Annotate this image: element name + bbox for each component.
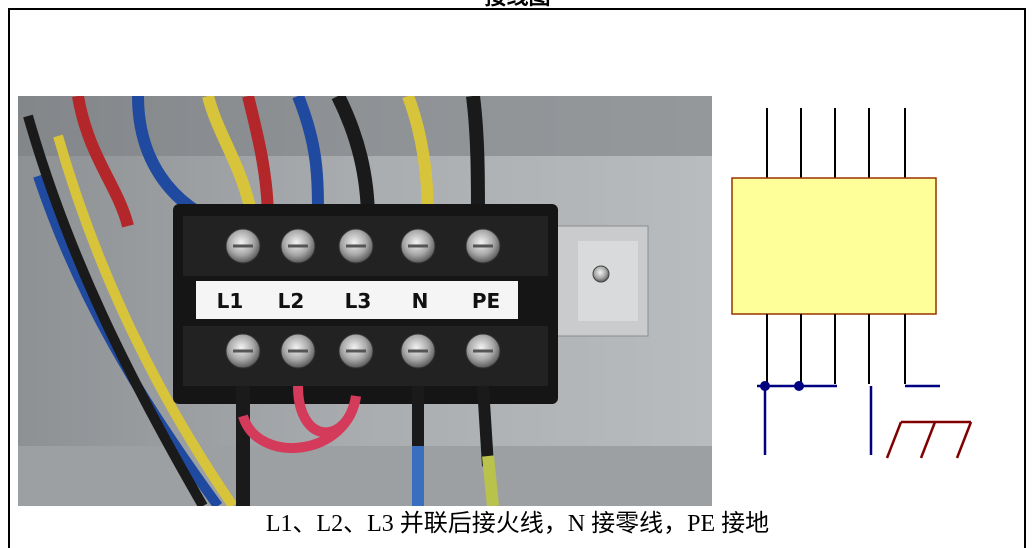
terminal-label-l1: L1 <box>217 289 244 313</box>
module-box <box>731 177 937 315</box>
terminal-label-n: N <box>412 289 429 313</box>
page-frame <box>8 8 1026 548</box>
page-title: 接线图 <box>0 0 1035 8</box>
ground-icon <box>885 420 973 459</box>
caption: L1、L2、L3 并联后接火线，N 接零线，PE 接地 <box>265 511 770 537</box>
terminal-label-l3: L3 <box>345 289 372 313</box>
terminal-label-pe: PE <box>472 289 500 313</box>
terminal-block-photo: L1 L2 L3 N PE <box>18 96 712 506</box>
wiring-schematic <box>731 108 973 459</box>
terminal-label-l2: L2 <box>278 289 305 313</box>
